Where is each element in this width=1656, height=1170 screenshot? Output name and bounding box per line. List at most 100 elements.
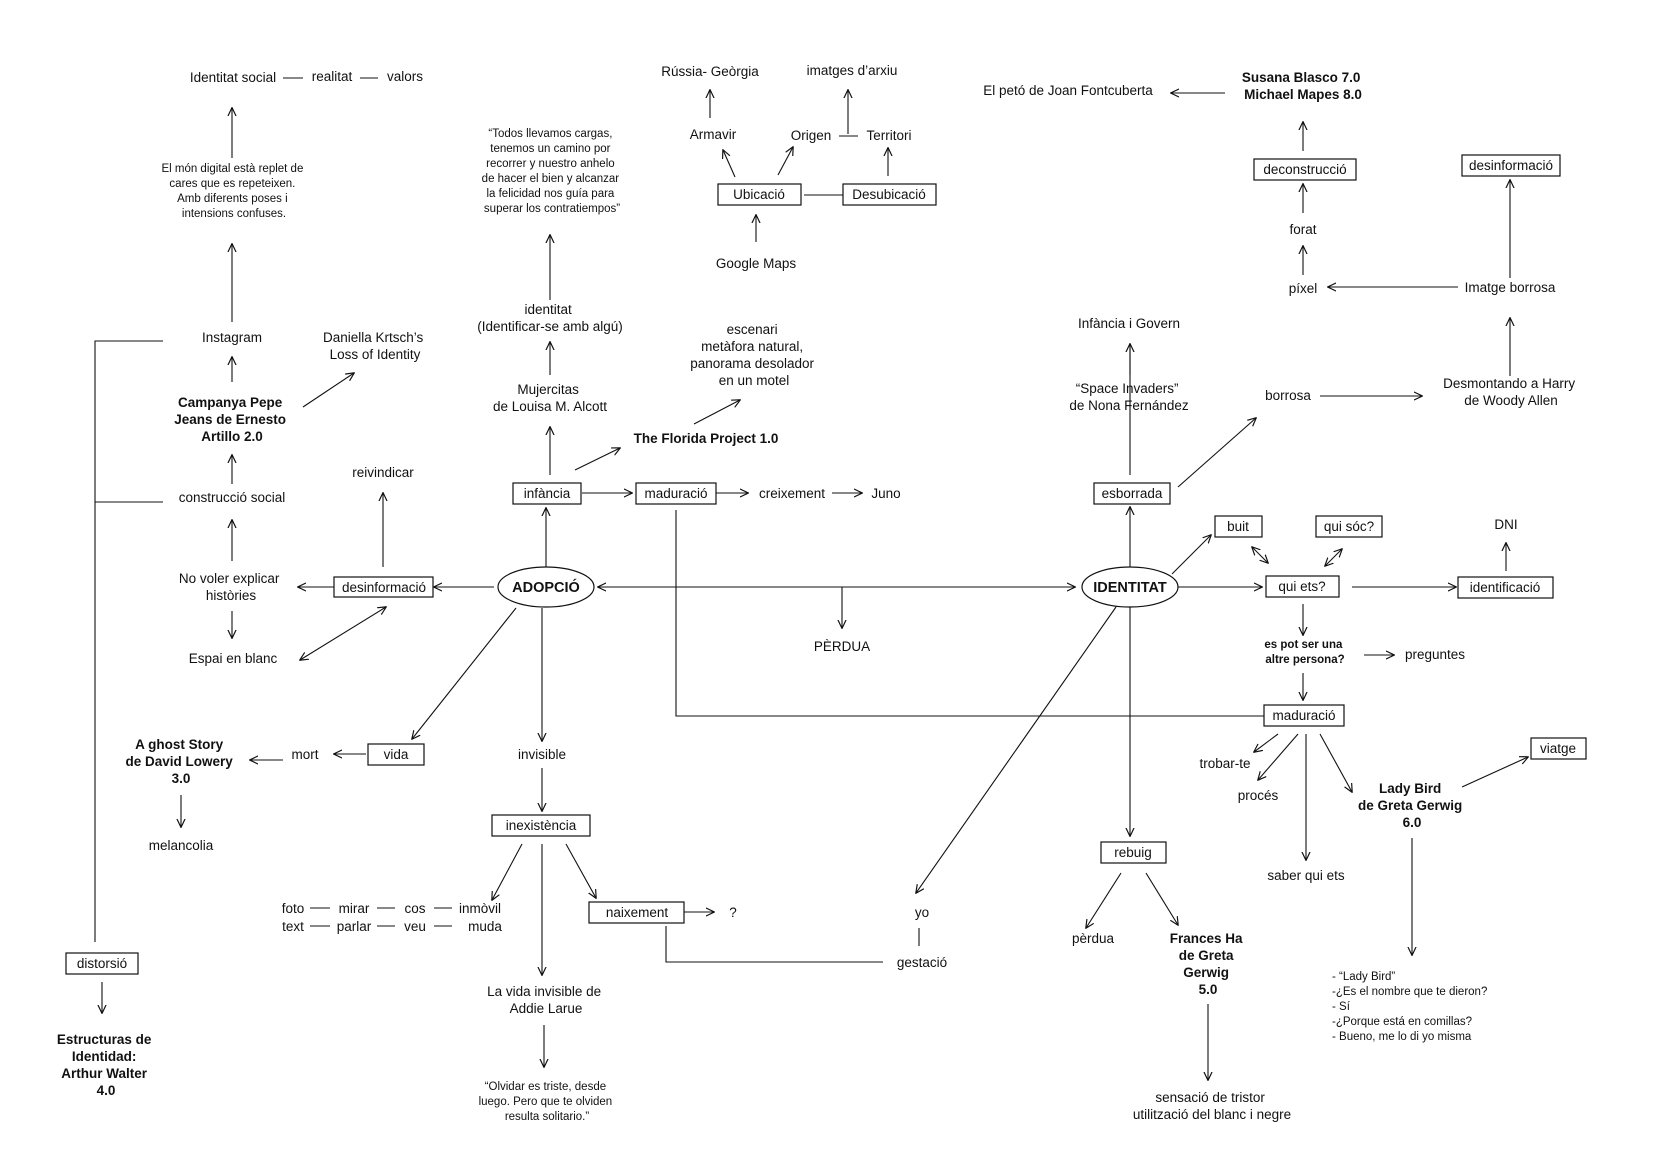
hub-identitat-ellipse <box>1081 566 1179 608</box>
box-desinformacio-right <box>1461 154 1561 177</box>
identitat-social: Identitat social <box>190 70 276 85</box>
distorsio: distorsió <box>77 956 127 971</box>
box-maduracio-center <box>635 482 717 505</box>
the-florida-project: The Florida Project 1.0 <box>634 431 779 446</box>
gestacio: gestació <box>897 955 947 970</box>
buit: buit <box>1227 519 1249 534</box>
saber-qui-ets: saber qui ets <box>1267 868 1345 883</box>
susana-blasco-michael-mapes: Susana Blasco 7.0 Michael Mapes 8.0 <box>1242 70 1364 102</box>
desubicacio: Desubicació <box>852 187 926 202</box>
vida: vida <box>384 747 409 762</box>
naixement: naixement <box>606 905 669 920</box>
box-vida <box>367 743 425 766</box>
identitat-identificar: identitat (Identificar-se amb algú) <box>477 302 623 334</box>
row1-inmovil: inmòvil <box>459 901 501 916</box>
desinformacio-right: desinformació <box>1469 158 1553 173</box>
frances-ha: Frances Ha de Greta Gerwig 5.0 <box>1170 931 1247 997</box>
lady-bird: Lady Bird de Greta Gerwig 6.0 <box>1358 781 1466 830</box>
identificacio: identificació <box>1470 580 1541 595</box>
box-rebuig <box>1100 841 1167 864</box>
connectors <box>94 77 1528 1080</box>
invisible: invisible <box>518 747 566 762</box>
mort: mort <box>292 747 319 762</box>
valors: valors <box>387 69 423 84</box>
box-esborrada <box>1093 482 1171 505</box>
quote-olvidar: “Olvidar es triste, desde luego. Pero qu… <box>479 1081 616 1123</box>
box-maduracio-right <box>1263 704 1345 727</box>
infancia-i-govern: Infància i Govern <box>1078 316 1180 331</box>
boxes <box>65 154 1587 975</box>
ubicacio: Ubicació <box>733 187 785 202</box>
box-distorsio <box>65 952 139 975</box>
a-ghost-story: A ghost Story de David Lowery 3.0 <box>125 737 236 786</box>
deconstruccio: deconstrucció <box>1263 162 1346 177</box>
box-deconstruccio <box>1253 158 1357 181</box>
melancolia: melancolia <box>149 838 214 853</box>
hub-adopcio-ellipse <box>497 566 595 608</box>
trobar-te: trobar-te <box>1199 756 1250 771</box>
forat: forat <box>1289 222 1316 237</box>
row1-cos: cos <box>404 901 425 916</box>
row2-text: text <box>282 919 304 934</box>
la-vida-invisible-addie: La vida invisible de Addie Larue <box>487 984 605 1016</box>
proces: procés <box>1238 788 1279 803</box>
imatges-arxiu: imatges d’arxiu <box>807 63 898 78</box>
row1-foto: foto <box>282 901 305 916</box>
box-ubicacio <box>717 183 802 206</box>
hub-adopcio: ADOPCIÓ <box>512 578 580 596</box>
pixel: píxel <box>1289 281 1318 296</box>
preguntes: preguntes <box>1405 647 1465 662</box>
row1-mirar: mirar <box>339 901 370 916</box>
maduracio-right: maduració <box>1272 708 1335 723</box>
mon-digital-text: El món digital està replet de cares que … <box>161 163 306 220</box>
box-identificacio <box>1457 576 1554 599</box>
quote-cargas: “Todos llevamos cargas, tenemos un camin… <box>482 128 623 215</box>
estructuras-de-identidad: Estructuras de Identidad: Arthur Walter … <box>57 1032 155 1098</box>
row2-parlar: parlar <box>337 919 372 934</box>
perdua-center: PÈRDUA <box>814 639 870 654</box>
qui-ets: qui ets? <box>1278 579 1325 594</box>
desmontando-a-harry: Desmontando a Harry de Woody Allen <box>1443 376 1579 408</box>
box-desubicacio <box>842 183 937 206</box>
es-pot-ser-una-altre-persona: es pot ser una altre persona? <box>1264 639 1345 666</box>
mujercitas: Mujercitas de Louisa M. Alcott <box>493 382 607 414</box>
instagram: Instagram <box>202 330 262 345</box>
box-qui-soc <box>1315 515 1383 538</box>
origen: Origen <box>791 128 832 143</box>
sensacio-de-tristor: sensació de tristor utilització del blan… <box>1133 1090 1291 1122</box>
box-qui-ets <box>1265 575 1340 598</box>
armavir: Armavir <box>690 127 737 142</box>
reivindicar: reivindicar <box>352 465 414 480</box>
lady-bird-dialogue: - “Lady Bird” -¿Es el nombre que te dier… <box>1332 971 1491 1043</box>
inexistencia: inexistència <box>506 818 577 833</box>
territori: Territori <box>866 128 911 143</box>
maduracio-center: maduració <box>644 486 707 501</box>
perdua-right: pèrdua <box>1072 931 1115 946</box>
no-voler-explicar: No voler explicar històries <box>179 571 283 603</box>
juno: Juno <box>871 486 900 501</box>
box-infancia <box>512 482 582 505</box>
espai-en-blanc: Espai en blanc <box>189 651 278 666</box>
row2-veu: veu <box>404 919 426 934</box>
infancia: infància <box>524 486 571 501</box>
realitat: realitat <box>312 69 353 84</box>
viatge: viatge <box>1540 741 1576 756</box>
creixement: creixement <box>759 486 825 501</box>
qui-soc: qui sóc? <box>1324 519 1374 534</box>
rebuig: rebuig <box>1114 845 1152 860</box>
box-naixement <box>588 901 685 924</box>
daniella-krtsch: Daniella Krtsch’s Loss of Identity <box>323 330 427 362</box>
borrosa: borrosa <box>1265 388 1311 403</box>
escenari: escenari metàfora natural, panorama deso… <box>690 322 818 388</box>
space-invaders: “Space Invaders” de Nona Fernández <box>1069 381 1189 413</box>
yo: yo <box>915 905 929 920</box>
dni: DNI <box>1494 517 1517 532</box>
russia-georgia: Rússia- Geòrgia <box>661 64 759 79</box>
labels: ADOPCIÓ IDENTITAT Identitat social reali… <box>57 63 1579 1123</box>
desinformacio-left: desinformació <box>342 580 426 595</box>
el-peto: El petó de Joan Fontcuberta <box>983 83 1153 98</box>
imatge-borrosa: Imatge borrosa <box>1465 280 1556 295</box>
question-mark: ? <box>729 905 737 920</box>
box-inexistencia <box>491 814 591 837</box>
